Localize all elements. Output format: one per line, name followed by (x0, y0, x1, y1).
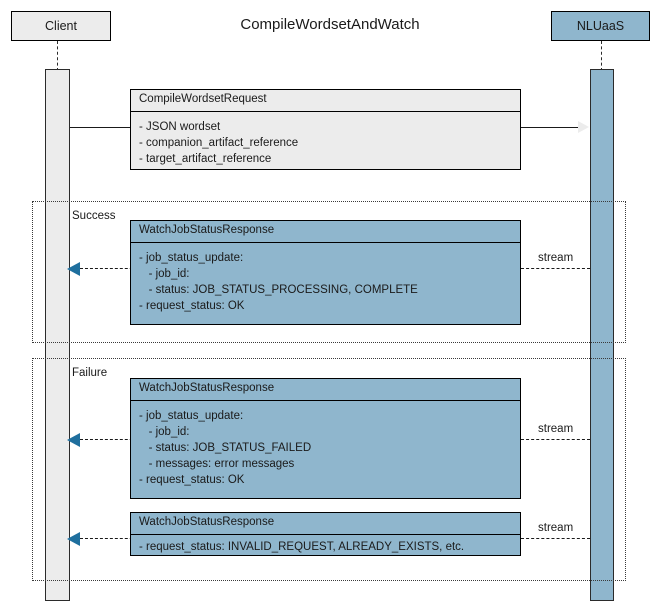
message-box-line: - job_status_update: (139, 251, 244, 264)
message-box-body: - request_status: INVALID_REQUEST, ALREA… (131, 535, 520, 556)
participant-client[interactable]: Client (11, 11, 111, 41)
message-arrow-success-stream (521, 268, 590, 269)
message-box-line: - messages: error messages (139, 457, 295, 470)
message-arrow-invalid-request-stream (521, 538, 590, 539)
participant-client-label: Client (45, 18, 77, 33)
message-box-line: - request_status: OK (139, 473, 245, 486)
message-box-line: - request_status: OK (139, 299, 245, 312)
message-box-body: - job_status_update: - job_id: - status:… (131, 401, 520, 492)
stream-label-invalid-request: stream (538, 522, 574, 534)
message-box-line: - request_status: INVALID_REQUEST, ALREA… (139, 540, 465, 553)
page-title: CompileWordsetAndWatch (240, 16, 420, 33)
stream-label-success: stream (538, 252, 574, 264)
fragment-failure (32, 358, 626, 581)
activation-bar-client[interactable] (45, 69, 70, 601)
fragment-success (32, 201, 626, 343)
arrowhead-filled-icon (67, 532, 80, 546)
message-box-title: WatchJobStatusResponse (131, 221, 520, 243)
message-box-compile-wordset-request[interactable]: CompileWordsetRequest - JSON wordset - c… (130, 89, 521, 170)
message-box-line: - job_id: (139, 267, 190, 280)
message-box-body: - job_status_update: - job_id: - status:… (131, 243, 520, 318)
message-box-line: - job_status_update: (139, 409, 244, 422)
arrowhead-open-icon (577, 120, 589, 134)
message-box-body: - JSON wordset - companion_artifact_refe… (131, 112, 520, 170)
arrowhead-filled-icon (67, 262, 80, 276)
message-box-watch-job-status-response-failure[interactable]: WatchJobStatusResponse - job_status_upda… (130, 378, 521, 499)
arrowhead-filled-icon (67, 433, 80, 447)
lifeline-nluaas (601, 41, 602, 71)
message-box-watch-job-status-response-invalid-request[interactable]: WatchJobStatusResponse - request_status:… (130, 512, 521, 556)
message-box-title: WatchJobStatusResponse (131, 513, 520, 535)
stream-label-failure: stream (538, 423, 574, 435)
message-box-line: - target_artifact_reference (139, 152, 272, 165)
lifeline-client (57, 41, 58, 71)
fragment-success-label: Success (72, 210, 116, 222)
activation-bar-nluaas[interactable] (590, 69, 614, 601)
participant-nluaas[interactable]: NLUaaS (551, 11, 650, 41)
fragment-failure-label: Failure (72, 367, 108, 379)
message-box-line: - status: JOB_STATUS_FAILED (139, 441, 312, 454)
message-box-title: CompileWordsetRequest (131, 90, 520, 112)
message-box-line: - job_id: (139, 425, 190, 438)
message-box-watch-job-status-response-success[interactable]: WatchJobStatusResponse - job_status_upda… (130, 220, 521, 325)
message-box-line: - status: JOB_STATUS_PROCESSING, COMPLET… (139, 283, 418, 296)
message-box-title: WatchJobStatusResponse (131, 379, 520, 401)
participant-nluaas-label: NLUaaS (576, 18, 625, 33)
message-box-line: - companion_artifact_reference (139, 136, 299, 149)
message-arrow-failure-stream (521, 439, 590, 440)
message-box-line: - JSON wordset (139, 120, 221, 133)
